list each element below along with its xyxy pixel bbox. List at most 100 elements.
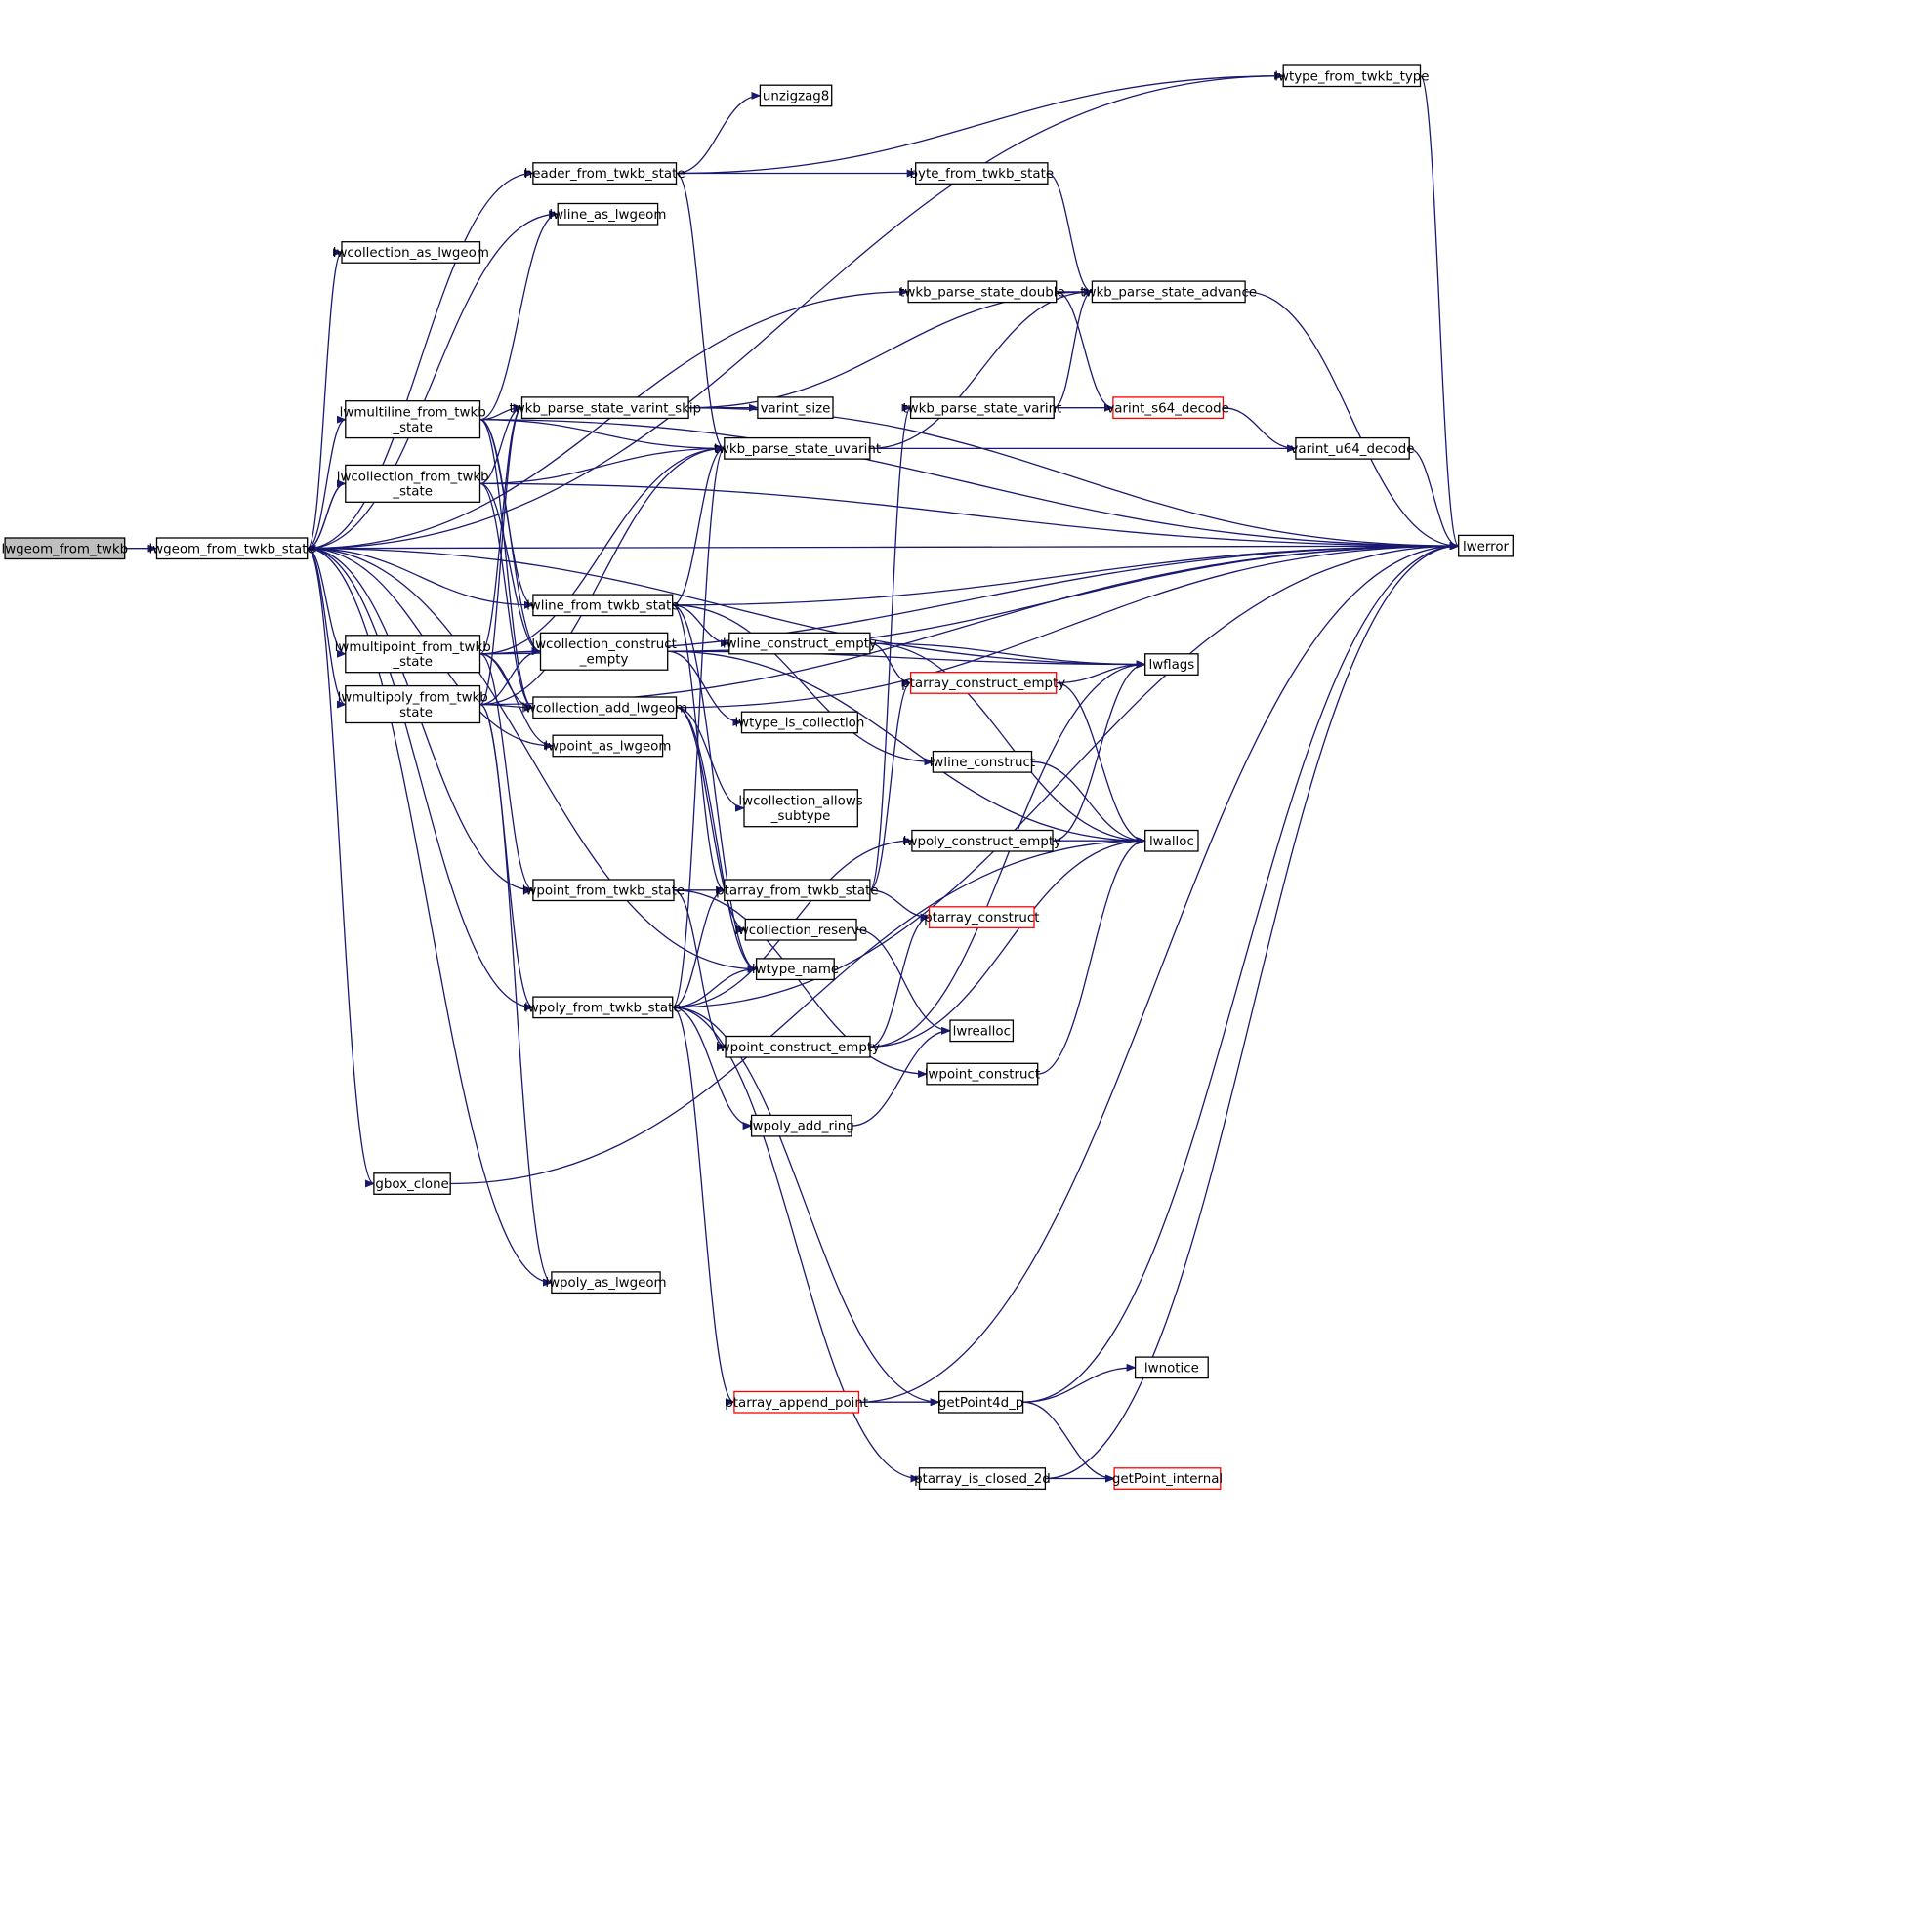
node-ptarray_from_twkb_state[interactable]: ptarray_from_twkb_state — [716, 879, 879, 902]
edge-lwmultipoly_from_twkb_state-to-lwpoly_as_lwgeom — [479, 703, 553, 1287]
edge-twkb_parse_state_varint_skip-to-twkb_parse_state_advance — [688, 287, 1094, 409]
node-box — [909, 396, 1055, 420]
node-varint_size[interactable]: varint_size — [757, 396, 834, 420]
node-label: lwline_from_twkb_state — [526, 598, 679, 613]
edge-lwgeom_from_twkb_state-to-header_from_twkb_state — [307, 169, 534, 550]
node-lwline_construct_empty[interactable]: lwline_construct_empty — [723, 632, 877, 655]
edge-lwmultipoly_from_twkb_state-to-lwpoly_from_twkb_state — [479, 703, 534, 1011]
node-lwpoly_from_twkb_state[interactable]: lwpoly_from_twkb_state — [524, 996, 682, 1019]
edge-lwpoly_from_twkb_state-to-twkb_parse_state_uvarint — [672, 444, 726, 1008]
node-ptarray_construct[interactable]: ptarray_construct — [924, 906, 1040, 928]
node-gbox_clone[interactable]: gbox_clone — [373, 1172, 451, 1195]
node-byte_from_twkb_state[interactable]: byte_from_twkb_state — [910, 162, 1055, 185]
node-lwline_as_lwgeom[interactable]: lwline_as_lwgeom — [549, 202, 666, 226]
node-getPoint4d_p[interactable]: getPoint4d_p — [938, 1390, 1023, 1414]
node-label: lwtype_from_twkb_type — [1274, 69, 1429, 84]
node-twkb_parse_state_double[interactable]: twkb_parse_state_double — [899, 280, 1065, 304]
edge-getPoint4d_p-to-lwerror — [1022, 542, 1460, 1403]
node-lwtype_is_collection[interactable]: lwtype_is_collection — [734, 711, 864, 734]
edge-lwcollection_from_twkb_state-to-lwcollection_add_lwgeom — [479, 482, 534, 712]
node-lwpoint_construct[interactable]: lwpoint_construct — [925, 1062, 1040, 1086]
node-label: lwcollection_add_lwgeom — [521, 701, 687, 716]
edge-lwcollection_construct_empty-to-lwtype_is_collection — [667, 650, 743, 726]
node-header_from_twkb_state[interactable]: header_from_twkb_state — [524, 162, 685, 185]
edge-lwcollection_add_lwgeom-to-lwtype_name — [676, 707, 758, 973]
node-lwpoint_from_twkb_state[interactable]: lwpoint_from_twkb_state — [522, 879, 685, 902]
edge-ptarray_append_point-to-lwerror — [858, 542, 1460, 1403]
node-label: lwflags — [1149, 658, 1195, 673]
node-ptarray_construct_empty[interactable]: ptarray_construct_empty — [901, 672, 1065, 694]
node-lwpoly_as_lwgeom[interactable]: lwpoly_as_lwgeom — [545, 1271, 667, 1295]
node-box — [928, 906, 1035, 928]
edge-lwcollection_from_twkb_state-to-lwerror — [479, 482, 1460, 551]
edge-getPoint4d_p-to-lwnotice — [1022, 1363, 1137, 1403]
edge-lwpoly_from_twkb_state-to-lwpoly_add_ring — [672, 1007, 753, 1130]
node-lwpoly_add_ring[interactable]: lwpoly_add_ring — [749, 1114, 854, 1137]
node-box — [532, 594, 674, 617]
node-varint_s64_decode[interactable]: varint_s64_decode — [1106, 396, 1229, 420]
node-twkb_parse_state_advance[interactable]: twkb_parse_state_advance — [1080, 280, 1257, 304]
node-ptarray_is_closed_2d[interactable]: ptarray_is_closed_2d — [914, 1467, 1051, 1490]
node-lwgeom_from_twkb_state[interactable]: lwgeom_from_twkb_state — [148, 537, 315, 560]
node-lwflags[interactable]: lwflags — [1144, 653, 1199, 676]
edge-lwmultipoint_from_twkb_state-to-lwpoint_as_lwgeom — [479, 653, 555, 750]
node-label: lwpoint_as_lwgeom — [544, 740, 671, 755]
node-lwpoly_construct_empty[interactable]: lwpoly_construct_empty — [903, 829, 1061, 852]
node-box — [532, 879, 675, 902]
nodes: lwgeom_from_twkb lwgeom_from_twkb_state he… — [1, 64, 1514, 1490]
node-box — [539, 632, 669, 671]
node-lwtype_from_twkb_type[interactable]: lwtype_from_twkb_type — [1274, 64, 1430, 88]
node-label: lwmultiline_from_twkb — [340, 406, 486, 421]
node-lwmultiline_from_twkb_state[interactable]: lwmultiline_from_twkb_state — [340, 400, 486, 439]
edge-byte_from_twkb_state-to-twkb_parse_state_advance — [1047, 172, 1094, 296]
node-twkb_parse_state_varint[interactable]: twkb_parse_state_varint — [902, 396, 1061, 420]
node-lwcollection_add_lwgeom[interactable]: lwcollection_add_lwgeom — [521, 696, 687, 719]
node-lwrealloc[interactable]: lwrealloc — [949, 1019, 1015, 1043]
node-box — [918, 1467, 1047, 1490]
node-lwmultipoly_from_twkb_state[interactable]: lwmultipoly_from_twkb_state — [338, 684, 488, 724]
node-varint_u64_decode[interactable]: varint_u64_decode — [1290, 436, 1415, 460]
node-label: varint_size — [761, 401, 831, 416]
node-lwerror[interactable]: lwerror — [1458, 534, 1514, 557]
node-lwcollection_construct_empty[interactable]: lwcollection_construct_empty — [531, 632, 677, 671]
node-label: varint_u64_decode — [1290, 442, 1414, 457]
node-lwnotice[interactable]: lwnotice — [1134, 1356, 1209, 1379]
edge-lwcollection_add_lwgeom-to-lwcollection_reserve — [676, 707, 747, 934]
node-unzigzag8[interactable]: unzigzag8 — [759, 84, 833, 107]
node-box — [926, 1062, 1039, 1086]
node-box — [1144, 653, 1199, 676]
edge-varint_s64_decode-to-varint_u64_decode — [1223, 407, 1297, 453]
node-lwgeom_from_twkb[interactable]: lwgeom_from_twkb — [1, 537, 128, 560]
edge-lwline_construct_empty-to-lwflags — [869, 642, 1146, 669]
node-lwcollection_reserve[interactable]: lwcollection_reserve — [734, 918, 867, 941]
edge-lwline_from_twkb_state-to-lwerror — [672, 542, 1460, 606]
node-box — [155, 537, 309, 560]
node-lwmultipoint_from_twkb_state[interactable]: lwmultipoint_from_twkb_state — [335, 635, 491, 674]
node-lwcollection_allows_subtype[interactable]: lwcollection_allows_subtype — [738, 789, 863, 828]
node-lwalloc[interactable]: lwalloc — [1144, 829, 1199, 852]
node-lwpoint_as_lwgeom[interactable]: lwpoint_as_lwgeom — [544, 734, 671, 758]
node-lwpoint_construct_empty[interactable]: lwpoint_construct_empty — [716, 1035, 880, 1058]
edge-lwpoly_add_ring-to-lwrealloc — [851, 1026, 951, 1127]
node-label: _state — [392, 421, 433, 435]
node-box — [341, 241, 481, 264]
node-label: lwpoly_construct_empty — [903, 835, 1061, 849]
node-getPoint_internal[interactable]: getPoint_internal — [1112, 1467, 1223, 1490]
node-lwcollection_from_twkb_state[interactable]: lwcollection_from_twkb_state — [337, 464, 489, 503]
node-lwcollection_as_lwgeom[interactable]: lwcollection_as_lwgeom — [333, 241, 489, 264]
node-ptarray_append_point[interactable]: ptarray_append_point — [725, 1390, 868, 1414]
node-lwline_from_twkb_state[interactable]: lwline_from_twkb_state — [526, 594, 680, 617]
node-box — [740, 711, 858, 734]
edge-lwpoint_from_twkb_state-to-lwpoint_construct_empty — [673, 889, 727, 1051]
node-lwline_construct[interactable]: lwline_construct — [930, 750, 1035, 773]
node-lwtype_name[interactable]: lwtype_name — [752, 958, 839, 981]
edge-lwcollection_from_twkb_state-to-lwcollection_construct_empty — [479, 482, 542, 656]
node-twkb_parse_state_uvarint[interactable]: twkb_parse_state_uvarint — [714, 436, 881, 460]
node-twkb_parse_state_varint_skip[interactable]: twkb_parse_state_varint_skip — [509, 396, 701, 420]
edge-lwpoly_from_twkb_state-to-ptarray_from_twkb_state — [672, 885, 726, 1008]
edge-lwmultipoint_from_twkb_state-to-twkb_parse_state_uvarint — [479, 444, 726, 655]
node-box — [909, 672, 1058, 694]
node-box — [373, 1172, 451, 1195]
edge-lwcollection_from_twkb_state-to-twkb_parse_state_uvarint — [479, 444, 726, 485]
